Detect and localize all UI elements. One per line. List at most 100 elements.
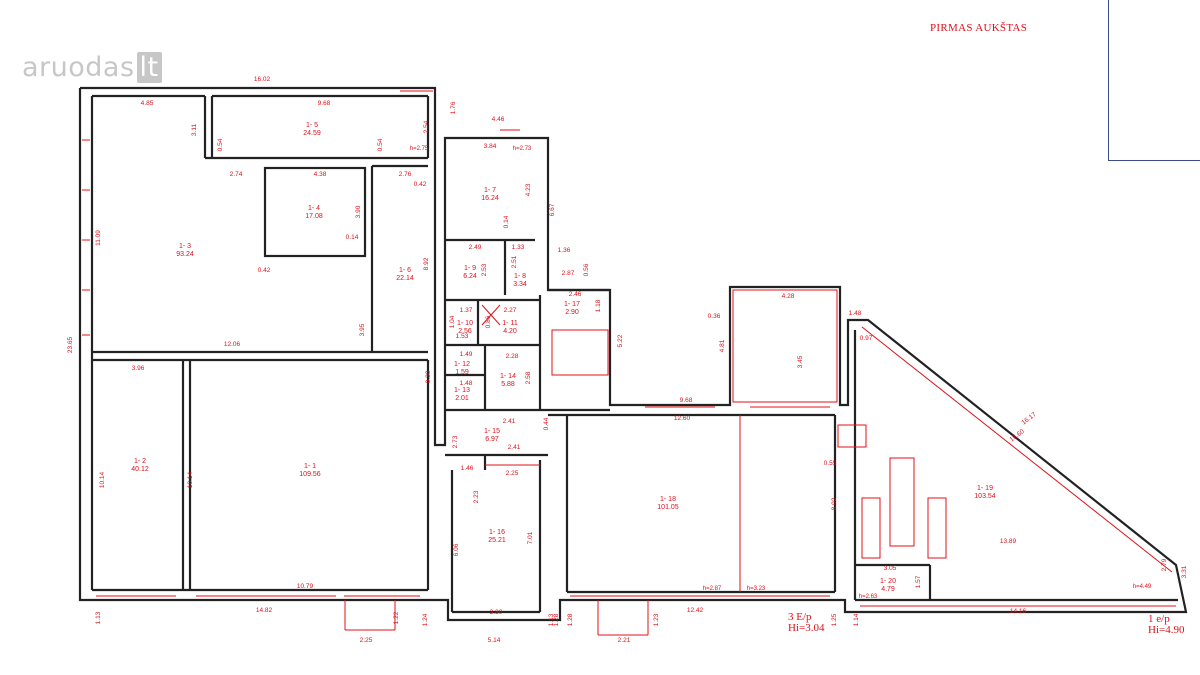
dimension-label: 2.51 <box>511 255 518 268</box>
dimension-label: 2.76 <box>399 171 412 178</box>
room-label: 1- 5 <box>306 122 318 129</box>
dimension-label: 0.44 <box>543 417 550 430</box>
dimension-label: 2.49 <box>469 244 482 251</box>
room-area: 6.97 <box>485 436 499 443</box>
dimension-label: 10.79 <box>297 583 314 590</box>
room-area: 2.56 <box>458 328 472 335</box>
dimension-label: 1.24 <box>422 613 429 626</box>
room-area: 16.24 <box>481 195 499 202</box>
dimension-label: 11.09 <box>95 230 102 246</box>
room-label: 1- 13 <box>454 387 470 394</box>
dimension-label: 7.01 <box>527 531 534 544</box>
dimension-label: 3.31 <box>1181 565 1188 578</box>
room-area: 6.24 <box>463 273 477 280</box>
room-label: 1- 19 <box>977 485 993 492</box>
dimension-label: 13.89 <box>1000 538 1017 545</box>
dimension-label: 2.41 <box>503 418 516 425</box>
dimension-label: 0.86 <box>485 315 492 328</box>
dimension-label: 0.30 <box>425 370 432 383</box>
dimension-label: 0.97 <box>860 335 873 342</box>
dimension-label: 1.28 <box>553 613 560 626</box>
dimension-label: 3.84 <box>484 143 497 150</box>
dimension-label: 1.14 <box>853 613 860 626</box>
dimension-label: 4.46 <box>492 116 505 123</box>
room-area: 22.14 <box>396 275 414 282</box>
dimension-label: 0.36 <box>708 313 721 320</box>
dimension-label: 1.13 <box>95 611 102 624</box>
dimension-label: 2.53 <box>481 263 488 276</box>
dimension-label: 0.42 <box>258 267 271 274</box>
room-area: 25.21 <box>488 537 506 544</box>
dimension-label: 4.23 <box>525 183 532 196</box>
dimension-label: 3.96 <box>132 365 145 372</box>
room-label: 1- 11 <box>502 320 518 327</box>
dimension-label: 12.42 <box>687 607 704 614</box>
dimension-label: 1.46 <box>461 465 474 472</box>
room-area: 2.01 <box>455 395 469 402</box>
room-area: 1.59 <box>455 369 469 376</box>
dimension-label: 0.42 <box>414 181 427 188</box>
room-area: 93.24 <box>176 251 194 258</box>
dimension-label: 0.14 <box>346 234 359 241</box>
dimension-label: 0.56 <box>583 263 590 276</box>
dimension-label: 9.68 <box>318 100 331 107</box>
dimension-label: 0.54 <box>217 138 224 151</box>
dimension-label: 0.55 <box>824 460 837 467</box>
room-label: 1- 18 <box>660 496 676 503</box>
dimension-label: 12.60 <box>674 415 691 422</box>
dimension-label: 9.68 <box>680 397 693 404</box>
dimension-label: 4.38 <box>314 171 327 178</box>
dimension-label: 2.28 <box>506 353 519 360</box>
dimension-label: 3.95 <box>359 323 366 336</box>
room-label: 1- 9 <box>464 265 476 272</box>
dimension-label: 16.02 <box>254 76 271 83</box>
room-label: 1- 8 <box>514 273 526 280</box>
dimension-label: 3.05 <box>884 565 897 572</box>
room-area: 4.79 <box>881 586 895 593</box>
room-area: 4.20 <box>503 328 517 335</box>
height-label: h=2.87 <box>703 586 722 592</box>
dimension-label: 15.60 <box>1008 428 1026 444</box>
height-label: h=2.73 <box>513 146 532 152</box>
dimension-label: 3.45 <box>797 355 804 368</box>
dimension-label: 1.48 <box>460 380 473 387</box>
dimension-label: 2.58 <box>525 371 532 384</box>
walls <box>78 86 1188 622</box>
dimension-label: 6.67 <box>549 203 556 216</box>
height-label: h=4.49 <box>1133 584 1152 590</box>
dimension-label: 2.27 <box>504 307 517 314</box>
dimension-label: 2.23 <box>473 490 480 503</box>
dimension-label: 1.53 <box>456 333 469 340</box>
room-label: 1- 20 <box>880 578 896 585</box>
dimension-label: 2.21 <box>618 637 631 644</box>
dimension-label: 5.14 <box>488 637 501 644</box>
room-label: 1- 15 <box>484 428 500 435</box>
height-label: h=2.63 <box>859 594 878 600</box>
dimension-label: 2.54 <box>423 120 430 133</box>
dimension-label: 16.17 <box>1020 411 1038 427</box>
room-label: 1- 10 <box>457 320 473 327</box>
dimension-label: 10.14 <box>99 471 106 488</box>
dimension-label: 2.46 <box>569 291 582 298</box>
room-label: 1- 4 <box>308 205 320 212</box>
sheet-frame-corner <box>1108 0 1200 161</box>
dimension-label: 2.25 <box>360 637 373 644</box>
room-area: 101.05 <box>657 504 679 511</box>
room-label: 1- 17 <box>564 301 580 308</box>
floor-title: PIRMAS AUKŠTAS <box>930 22 1028 34</box>
dimension-label: 4.28 <box>782 293 795 300</box>
dimension-label: 1.49 <box>460 351 473 358</box>
dimension-label: 3.80 <box>490 609 503 616</box>
dimension-label: 1.28 <box>567 613 574 626</box>
dimension-label: 3.90 <box>355 205 362 218</box>
room-area: 109.56 <box>299 471 321 478</box>
room-label: 1- 6 <box>399 267 411 274</box>
height-label: h=3.23 <box>747 586 766 592</box>
dimension-label: 6.06 <box>453 543 460 556</box>
dimension-label: 2.25 <box>506 470 519 477</box>
dimension-label: 8.92 <box>423 257 430 270</box>
